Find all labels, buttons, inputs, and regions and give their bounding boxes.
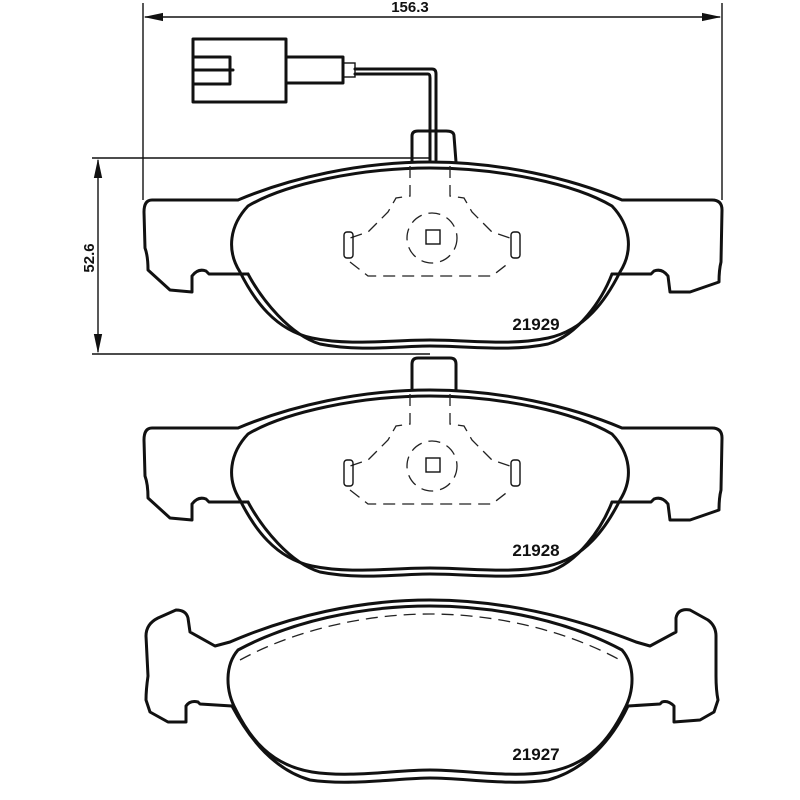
part-number-21928: 21928: [512, 541, 559, 560]
wear-sensor-connector: [191, 37, 458, 164]
part-number-21927: 21927: [512, 745, 559, 764]
brake-pad-21927: [144, 598, 720, 784]
height-dimension-label: 52.6: [81, 243, 98, 272]
part-number-21929: 21929: [512, 315, 559, 334]
brake-pad-21929: [142, 160, 724, 350]
brake-pad-21928: [142, 356, 724, 578]
width-dimension-label: 156.3: [391, 0, 429, 16]
